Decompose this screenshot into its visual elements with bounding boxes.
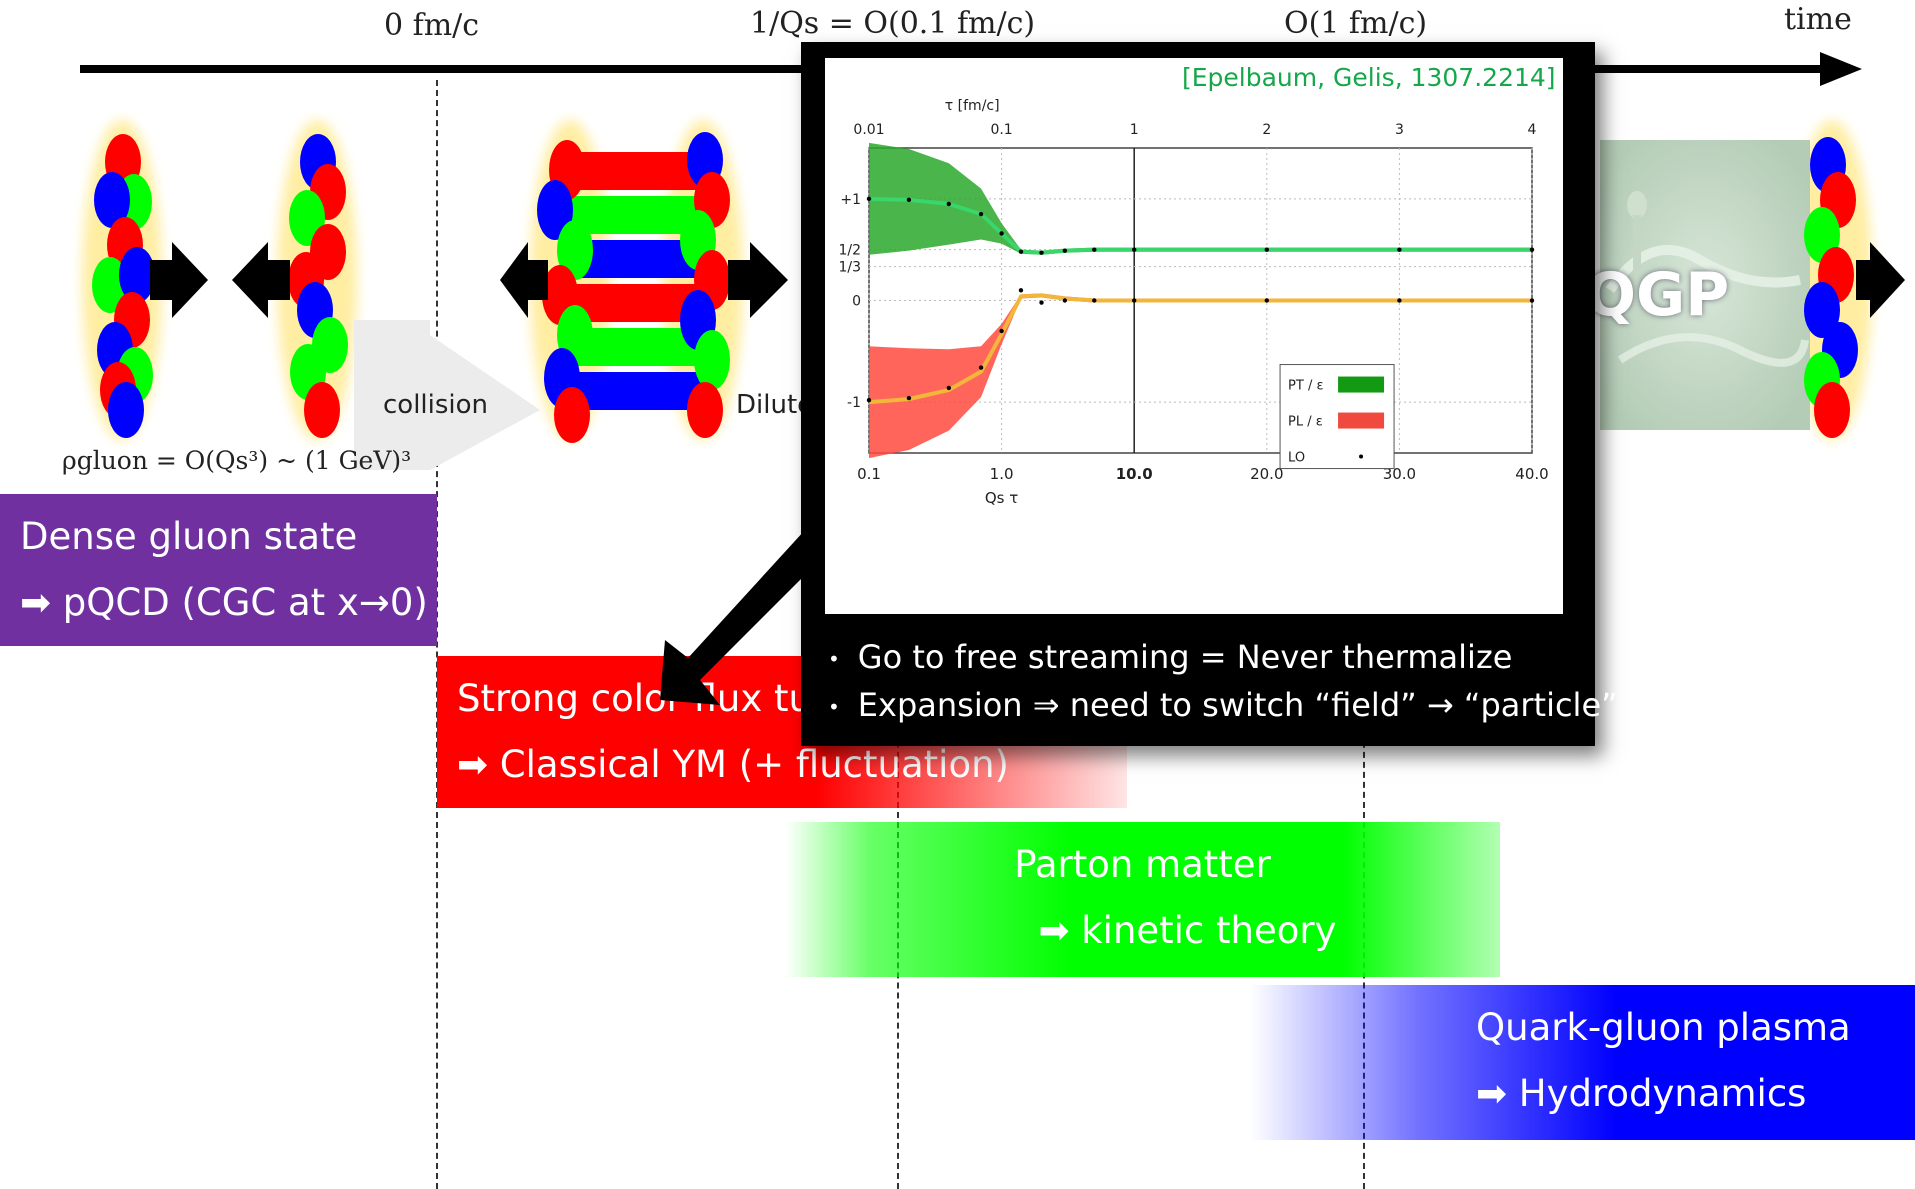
x2-tick-label: 0.1 [990,122,1012,138]
lo-point [1092,247,1097,252]
x2-tick-label: 2 [1262,122,1271,138]
x-axis-label: Qs τ [985,489,1018,507]
legend-label: PL / ε [1288,415,1323,430]
legend-swatch [1359,454,1364,459]
y-tick-label: -1 [847,395,861,411]
lo-point [1529,298,1535,303]
y-tick-label: 1/3 [838,260,861,276]
lo-point [978,211,984,217]
timeline-label-0: 0 fm/c [384,8,480,43]
bullet-text: Go to free streaming = Never thermalize [857,638,1513,676]
lo-point [1062,248,1068,253]
x-tick-label: 40.0 [1515,465,1548,483]
lo-point [946,201,952,207]
stage-qgp-title: Quark-gluon plasma [1476,1006,1851,1049]
citation-text: [Epelbaum, Gelis, 1307.2214] [1182,63,1556,92]
lo-point [1132,298,1137,303]
stage-dense-gluon: Dense gluon state ➡ pQCD (CGC at x→0) [0,494,437,646]
lo-point [1397,247,1402,252]
stage-parton-matter-title: Parton matter [1014,843,1271,886]
lo-point [1264,298,1269,303]
lo-point [978,365,984,370]
pressure-ratio-chart: 0.1 1.0 10.0 20.0 30.0 40.0 0.01 0.1 1 2 3 4 +1 1/21/… [838,98,1548,507]
legend-label: PT / ε [1288,379,1323,394]
y-tick-label: 1/2 [838,243,861,259]
x-tick-label: 20.0 [1250,465,1283,483]
lo-point [1018,288,1024,293]
lo-point [999,231,1004,236]
timeline-label-time: time [1784,2,1852,37]
x-tick-label: 10.0 [1116,465,1153,483]
lo-point [1018,249,1024,254]
x-tick-label: 1.0 [990,465,1014,483]
pt-fluctuation-band [869,142,1532,255]
collision-label: collision [383,390,489,420]
stage-parton-matter-method: ➡ kinetic theory [1038,909,1337,952]
lo-point [1092,298,1097,303]
lo-point [906,395,912,401]
legend-label: LO [1288,451,1305,466]
lo-point [999,328,1004,334]
divider-t0 [436,80,438,1189]
lo-point [1264,247,1269,252]
x-tick-label: 0.1 [857,465,881,483]
legend-swatch [1338,376,1385,393]
stage-dense-gluon-method: ➡ pQCD (CGC at x→0) [20,581,428,624]
legend-swatch [1338,412,1385,429]
gluon-density-formula: ρgluon = O(Qs³) ~ (1 GeV)³ [62,446,412,475]
stage-qgp-method: ➡ Hydrodynamics [1476,1072,1807,1115]
qgp-label: QGP [1585,260,1730,330]
stage-color-flux-title: Strong color flux tube [457,677,859,720]
popup-pointer-arrow [660,530,820,705]
dilute-label: Dilute [736,390,814,420]
time-axis-arrowhead [1820,52,1862,86]
lo-point [1039,250,1044,255]
x2-tick-label: 0.01 [853,122,884,138]
bullet-dot: • [828,647,840,671]
lo-point [866,397,872,403]
collision-diagram [82,120,1905,470]
lo-point [1039,300,1044,305]
bullet-free-streaming: • Go to free streaming = Never thermalize [828,638,1512,676]
timeline-label-1fm: O(1 fm/c) [1284,6,1428,41]
bullet-text: Expansion ⇒ need to switch “field” → “pa… [857,686,1618,724]
lo-point [906,197,912,203]
x2-tick-label: 3 [1395,122,1404,138]
timeline-label-qs: 1/Qs = O(0.1 fm/c) [750,6,1036,41]
bullet-expansion: • Expansion ⇒ need to switch “field” → “p… [828,686,1618,724]
x-tick-label: 30.0 [1383,465,1416,483]
lo-point [1529,247,1535,252]
lo-point [1397,298,1402,303]
lo-point [1062,298,1068,303]
x2-axis-label: τ [fm/c] [945,98,1000,114]
y-tick-label: 0 [852,294,861,310]
lo-point [1132,247,1137,252]
y-tick-label: +1 [840,192,861,208]
bullet-dot: • [828,695,840,719]
stage-color-flux-method: ➡ Classical YM (+ fluctuation) [457,743,1009,786]
stage-parton-matter: Parton matter ➡ kinetic theory [785,822,1500,977]
x2-tick-label: 4 [1528,122,1537,138]
x2-tick-label: 1 [1130,122,1139,138]
stage-dense-gluon-title: Dense gluon state [20,515,358,558]
lo-point [946,385,952,391]
stage-qgp: Quark-gluon plasma ➡ Hydrodynamics [1250,985,1915,1140]
lo-point [866,196,872,202]
